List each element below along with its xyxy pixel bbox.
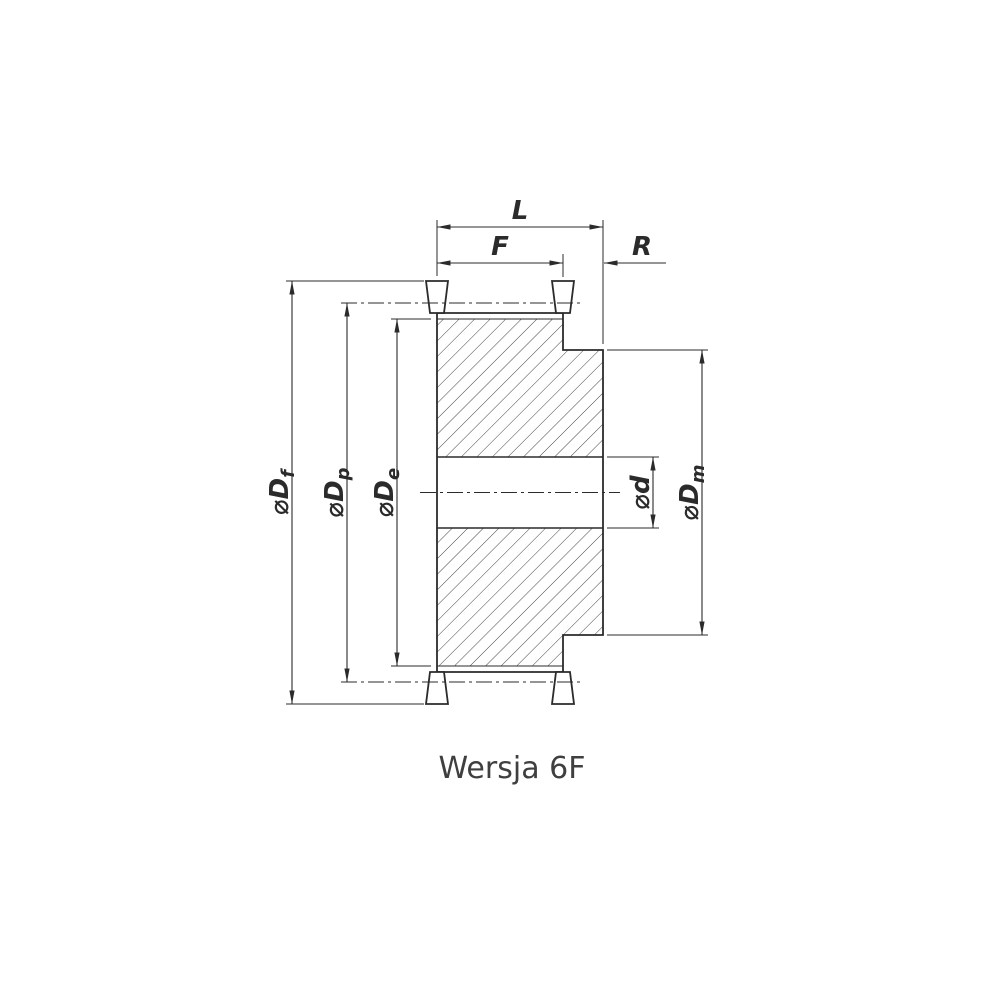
flange-tab-top-left xyxy=(424,280,450,314)
drawing-caption: Wersja 6F xyxy=(439,751,586,786)
pulley-cross-section xyxy=(341,280,620,705)
dimension-label-L: L xyxy=(512,196,529,226)
dimension-labels: L F R ⌀Df ⌀Dp ⌀De ⌀d ⌀Dm xyxy=(265,196,709,521)
dimension-label-R: R xyxy=(632,232,652,262)
dimension-label-De: ⌀De xyxy=(370,468,404,517)
flange-tab-bottom-left xyxy=(424,671,450,705)
dimension-label-Df: ⌀Df xyxy=(265,468,299,515)
flange-tab-bottom-right xyxy=(550,671,576,705)
flange-tab-top-right xyxy=(550,280,576,314)
hatched-section-lower xyxy=(437,528,603,666)
dimension-label-Dp: ⌀Dp xyxy=(320,467,354,517)
dimension-label-d: ⌀d xyxy=(626,475,656,510)
pulley-outline xyxy=(436,312,604,673)
dimension-label-Dm: ⌀Dm xyxy=(675,464,709,520)
dimension-label-F: F xyxy=(491,232,509,262)
dimension-lines xyxy=(289,224,705,704)
hatched-section-upper xyxy=(437,319,603,457)
